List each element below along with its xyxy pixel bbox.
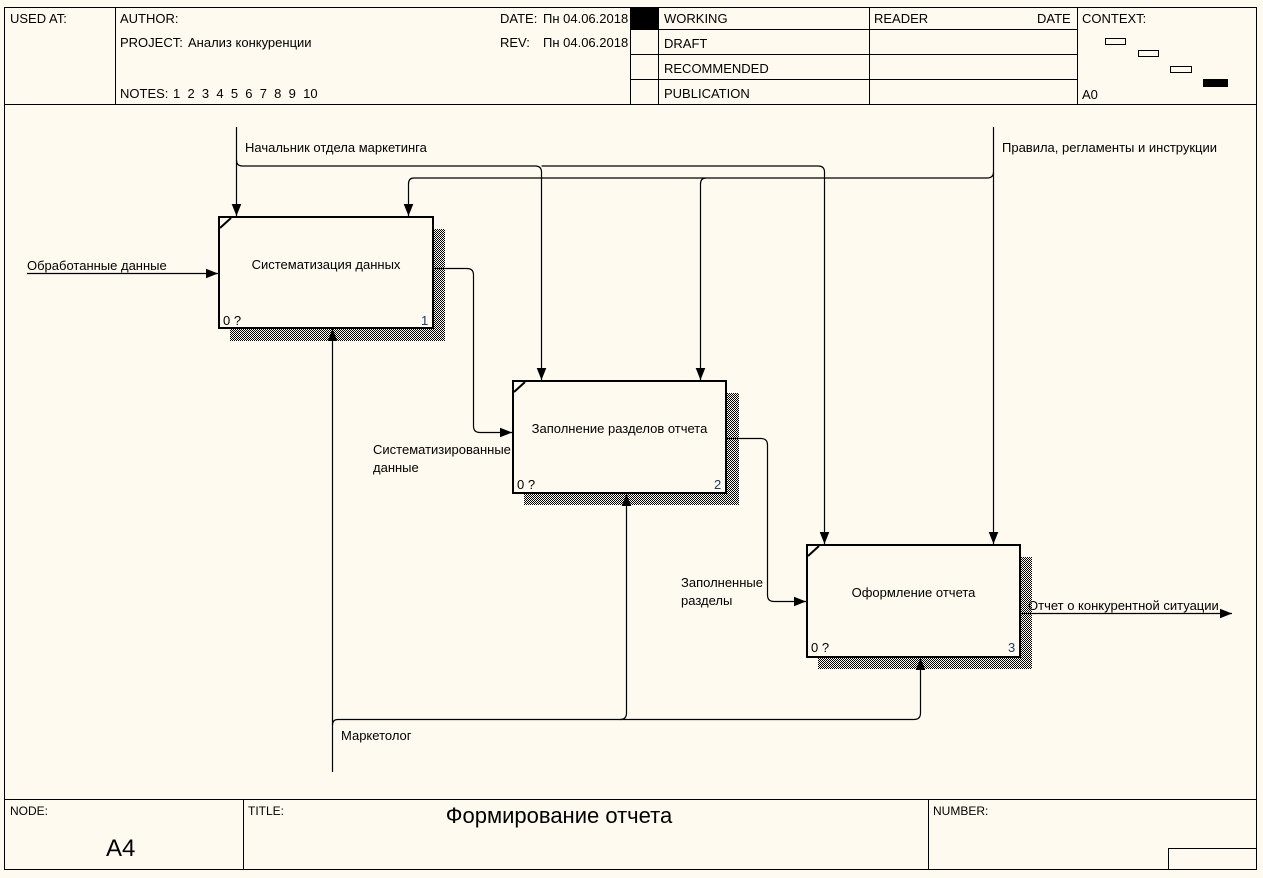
box-outline [512, 380, 727, 494]
arrow-mechanism-to-3[interactable] [620, 658, 926, 721]
arrow-flow-2-to-3[interactable] [727, 437, 806, 607]
box-outline [806, 544, 1021, 658]
reader-label: READER [874, 11, 929, 26]
used-at-label: USED AT: [10, 11, 67, 26]
arrow-flow-1-to-2[interactable] [434, 267, 512, 438]
context-node: A0 [1082, 87, 1098, 102]
status-draft: DRAFT [664, 36, 708, 51]
diagram-title: Формирование отчета [445, 803, 673, 828]
arrow-control-manager-to-2[interactable] [235, 159, 547, 380]
arrow-mechanism-to-2[interactable] [331, 494, 632, 726]
label-output-report: Отчет о конкурентной ситуации [1028, 598, 1219, 613]
label-input-processed-data: Обработанные данные [27, 258, 167, 273]
activity-box-1[interactable] [218, 216, 445, 341]
status-publication: PUBLICATION [664, 86, 750, 101]
box-corner-mark [219, 217, 232, 229]
context-label: CONTEXT: [1082, 11, 1147, 26]
label-mechanism-marketer: Маркетолог [341, 728, 412, 743]
context-box-current [1203, 79, 1228, 87]
rev-value: Пн 04.06.2018 [543, 35, 629, 50]
node-value: A4 [106, 835, 136, 862]
notes-label: NOTES: [120, 86, 169, 101]
date-value: Пн 04.06.2018 [543, 11, 629, 26]
activity-2-name: Заполнение разделов отчета [531, 421, 708, 436]
label-control-rules: Правила, регламенты и инструкции [1002, 140, 1218, 155]
node-label: NODE: [10, 804, 49, 818]
activity-3-number: 3 [1008, 640, 1016, 655]
label-flow-1-2-line2: данные [373, 460, 419, 475]
activity-1-number: 1 [421, 313, 429, 328]
box-corner-mark [513, 381, 526, 393]
label-flow-2-3-line1: Заполненные [681, 575, 763, 590]
rev-label: REV: [500, 35, 530, 50]
outer-frame [4, 7, 1257, 870]
label-flow-2-3-line2: разделы [681, 593, 733, 608]
status-recommended: RECOMMENDED [664, 61, 769, 76]
activity-2-number: 2 [714, 477, 722, 492]
label-control-manager: Начальник отдела маркетинга [245, 140, 427, 155]
notes-value: 1 2 3 4 5 6 7 8 9 10 [173, 86, 318, 101]
box-corner-mark [807, 545, 820, 557]
activity-3-name: Оформление отчета [851, 585, 976, 600]
context-box [1170, 66, 1192, 73]
project-value: Анализ конкуренции [188, 35, 312, 50]
context-map [1105, 38, 1228, 87]
author-label: AUTHOR: [120, 11, 179, 26]
date-label: DATE: [500, 11, 538, 26]
status-working: WORKING [664, 11, 728, 26]
arrow-control-rules-to-1[interactable] [403, 171, 995, 216]
activity-3-cost: 0 ? [811, 640, 830, 655]
activity-box-3[interactable] [806, 544, 1032, 669]
activity-2-cost: 0 ? [517, 477, 536, 492]
activity-box-2[interactable] [512, 380, 739, 505]
reader-date-label: DATE [1037, 11, 1071, 26]
context-box [1138, 50, 1159, 57]
title-label: TITLE: [248, 804, 285, 818]
context-box [1105, 38, 1126, 45]
number-label: NUMBER: [933, 804, 989, 818]
working-status-marker [631, 8, 658, 29]
arrow-control-rules-to-2[interactable] [695, 177, 707, 380]
arrow-control-manager-to-3[interactable] [541, 165, 830, 544]
label-flow-1-2-line1: Систематизированные [373, 442, 511, 457]
project-label: PROJECT: [120, 35, 183, 50]
box-outline [218, 216, 434, 329]
activity-1-cost: 0 ? [223, 313, 242, 328]
activity-1-name: Систематизация данных [251, 257, 401, 272]
